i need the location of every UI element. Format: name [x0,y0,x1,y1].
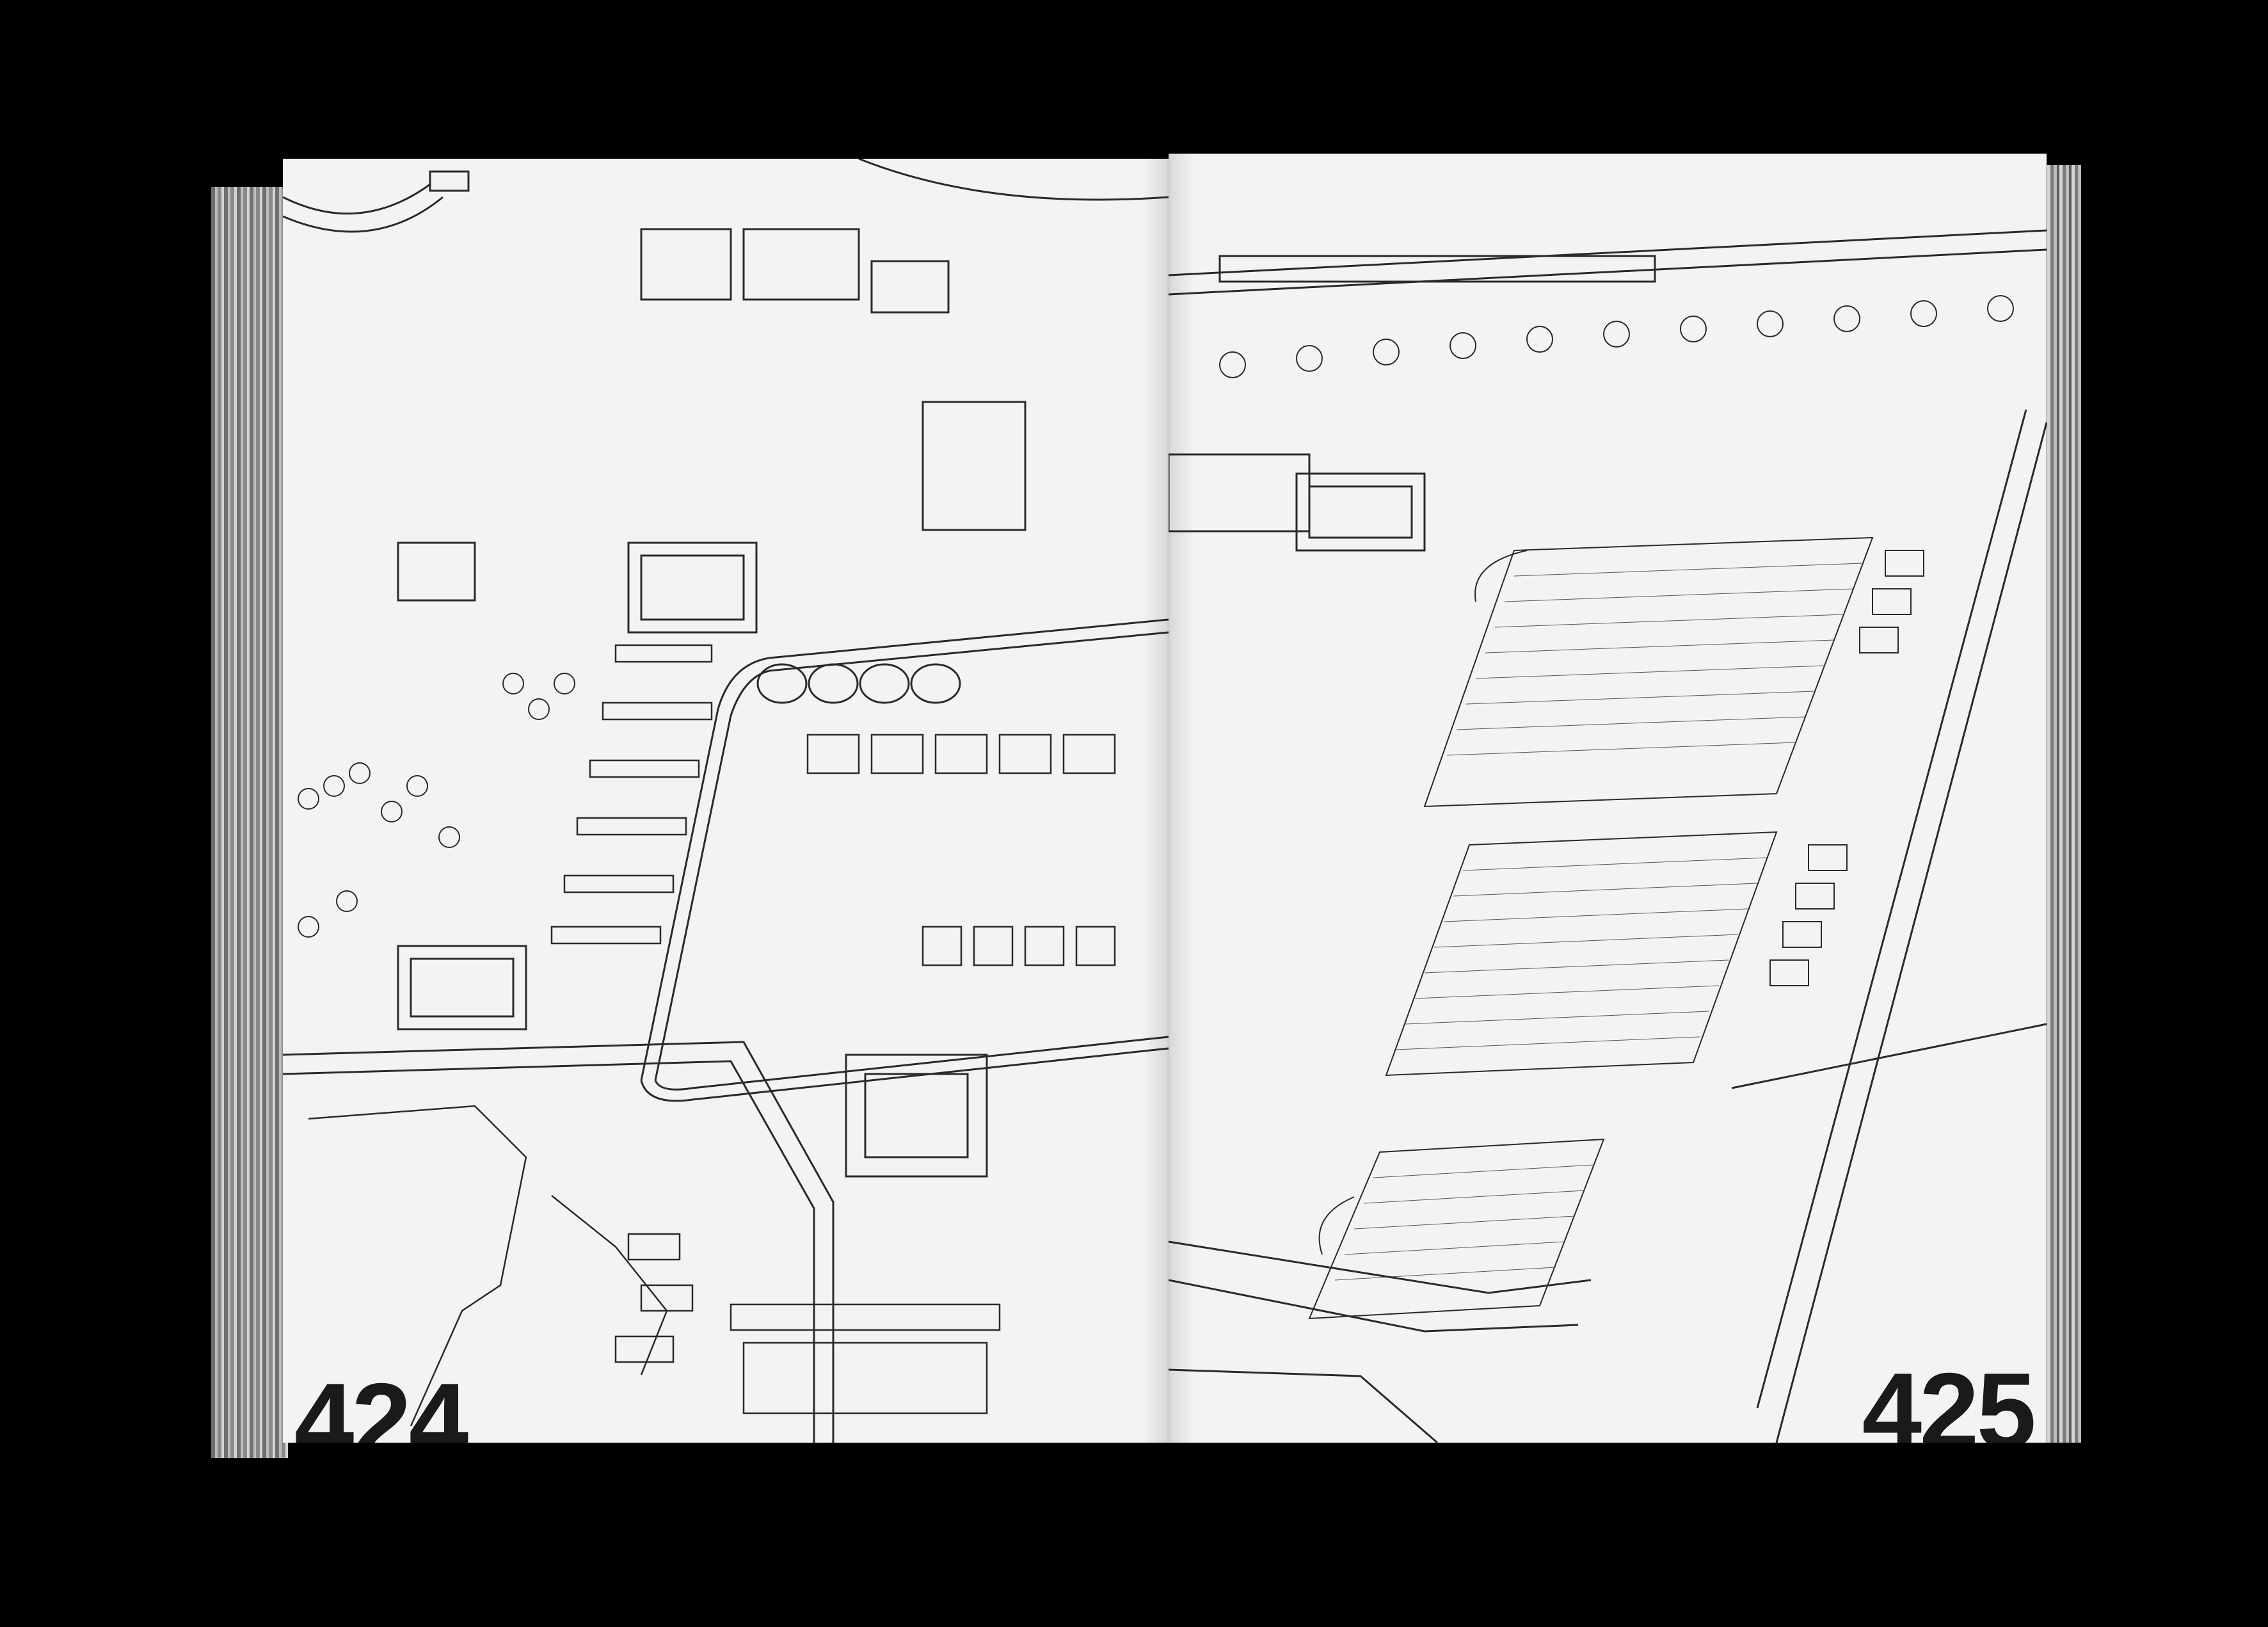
right-page: 425 [1169,154,2047,1443]
trees [298,673,575,938]
tree-row [1219,295,2014,378]
bottom-row-buildings [730,1303,1001,1415]
left-page-edges [211,187,288,1458]
round-pavilions [756,663,961,704]
left-page: 424 [283,159,1169,1443]
isometric-drawing-left [283,159,1169,1443]
block-grid [397,228,1026,1178]
right-page-number: 425 [1862,1350,2036,1443]
building-rows [550,644,1116,966]
isometric-drawing-right [1169,229,2047,1443]
warehouse-blocks [1769,550,1924,986]
book-gutter-shadow [1143,154,1194,1443]
greenhouse-halls [1308,536,1874,1320]
left-page-number: 424 [294,1361,468,1443]
terraced-structure [308,1105,694,1427]
